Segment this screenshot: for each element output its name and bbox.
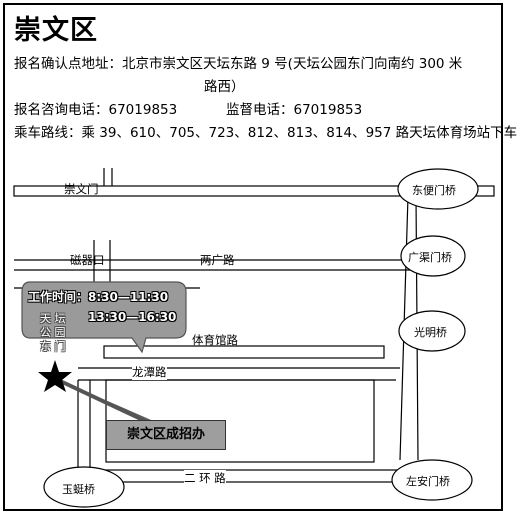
bridge-label-zuoanmen: 左安门桥 (406, 475, 450, 488)
bridge-guangming (398, 310, 466, 352)
top-road (13, 185, 495, 197)
road-label-erhuan: 二 环 路 (184, 470, 226, 486)
bridge-dongbianmen (397, 168, 479, 210)
park-east-gate-label: 天 坛 公 园 东 门 (40, 312, 66, 353)
office-label-box: 崇文区成招办 (106, 420, 226, 450)
road-label-longtan: 龙潭路 (132, 364, 167, 380)
working-hours-bubble (21, 281, 187, 354)
district-title: 崇文区 (14, 15, 98, 46)
address-line: 报名确认点地址：北京市崇文区天坛东路 9 号(天坛公园东门向南约 300 米 (14, 56, 463, 72)
location-star-icon (38, 360, 72, 392)
consult-phone: 报名咨询电话：67019853 (14, 102, 178, 118)
supervise-phone: 监督电话：67019853 (226, 102, 363, 118)
bridge-label-guangqumen: 广渠门桥 (408, 251, 452, 264)
working-hours-pm: 13:30—16:30 (88, 310, 177, 324)
bus-route: 乘车路线：乘 39、610、705、723、812、813、814、957 路天… (14, 125, 517, 141)
road-label-chongwenmen: 崇文门 (64, 182, 99, 196)
page-frame (3, 3, 503, 511)
road-label-tiyuguan: 体育馆路 (192, 333, 238, 347)
bridge-label-yuqiao: 玉蜓桥 (62, 483, 95, 496)
bridge-yuqiao (43, 466, 125, 508)
bridge-label-dongbianmen: 东便门桥 (412, 184, 456, 197)
bridge-label-guangming: 光明桥 (414, 326, 447, 339)
bridge-guangqumen (400, 235, 466, 277)
working-hours-am: 工作时间：8:30—11:30 (28, 290, 169, 304)
road-label-ciqikou: 磁器口 (70, 253, 105, 267)
road-label-lianggunag: 两广路 (200, 253, 235, 267)
bridge-zuoanmen (391, 459, 473, 501)
tiyuguan-road (103, 345, 385, 359)
south-ring-road (85, 469, 409, 483)
address-line-continued: 路西） (204, 79, 245, 95)
